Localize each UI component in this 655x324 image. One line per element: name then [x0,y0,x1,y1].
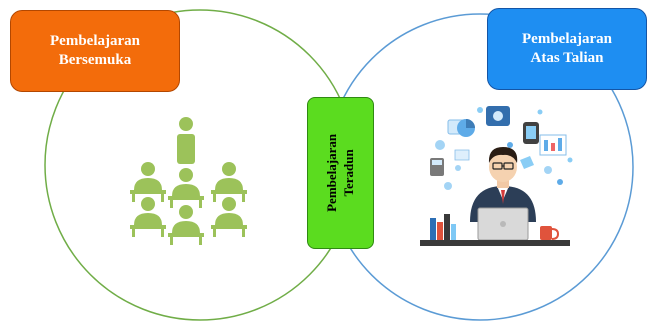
blended-learning-box: Pembelajaran Teradun [307,97,374,249]
classroom-people-icon [130,117,247,245]
face-to-face-learning-label-line1: Pembelajaran [50,33,140,50]
online-learning-box: Pembelajaran Atas Talian [487,8,647,90]
online-learning-label-line1: Pembelajaran [522,31,612,48]
face-to-face-learning-label-line2: Bersemuka [58,52,132,68]
online-learning-label-line2: Atas Talian [530,50,604,66]
blended-learning-label-line1: Pembelajaran [323,134,339,212]
online-worker-computer-icon [420,106,573,246]
face-to-face-learning-box: Pembelajaran Bersemuka [10,10,180,92]
blended-learning-label-line2: Teradun [340,149,356,197]
